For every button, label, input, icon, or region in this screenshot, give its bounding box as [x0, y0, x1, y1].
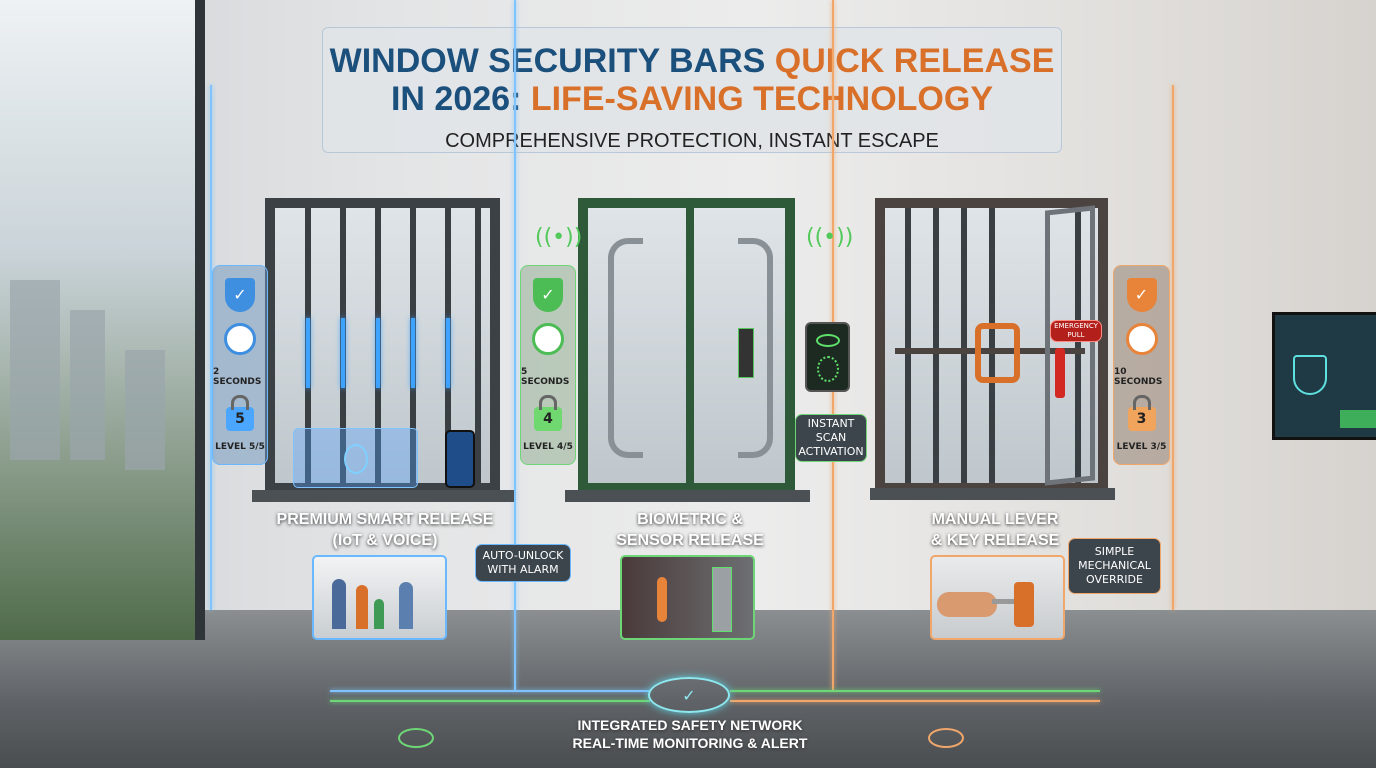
key-icon: [992, 599, 1017, 604]
spec-panel-biometric: ✓ 5 SECONDS 4 LEVEL 4/5: [520, 265, 576, 465]
smart-release-window: [265, 198, 500, 493]
option-title-smart: PREMIUM SMART RELEASE(IoT & VOICE): [276, 511, 494, 549]
callout-auto-unlock: AUTO-UNLOCK WITH ALARM: [475, 544, 571, 582]
family-escape-image: [312, 555, 447, 640]
callout-mechanical-override: SIMPLE MECHANICAL OVERRIDE: [1068, 538, 1161, 594]
shield-check-icon: ✓: [1126, 277, 1157, 312]
spec-panel-manual: ✓ 10 SECONDS 3 LEVEL 3/5: [1113, 265, 1170, 465]
red-lever: [1055, 348, 1065, 398]
manual-lever-window: [875, 198, 1108, 493]
wifi-icon: ((•)): [806, 225, 854, 250]
title-line-2: IN 2026: LIFE-SAVING TECHNOLOGY: [390, 80, 993, 118]
shield-check-icon: ✓: [225, 277, 255, 312]
padlock-icon: 5: [226, 394, 254, 431]
floor-lock-icon: [928, 728, 964, 748]
biometric-scanner-device: [805, 322, 850, 392]
biometric-release-window: [578, 198, 795, 493]
key-release-image: [930, 555, 1065, 640]
open-gate-panel: [1045, 205, 1095, 486]
eye-icon: [816, 334, 840, 347]
stopwatch-icon: [1125, 323, 1158, 356]
shield-check-icon: ✓: [533, 277, 563, 312]
home-shield-icon: [1293, 355, 1327, 395]
heat-sensor-image: [620, 555, 755, 640]
voice-control-panel: [293, 428, 418, 488]
smartphone-icon: [445, 430, 475, 488]
fingerprint-scanner: [738, 328, 754, 378]
padlock-icon: 4: [534, 394, 562, 431]
city-view-window: [0, 0, 205, 640]
smart-home-tv: [1272, 312, 1376, 440]
title-line-1: WINDOW SECURITY BARS QUICK RELEASE: [329, 42, 1055, 80]
emergency-pull-tag: EMERGENCY PULL: [1050, 320, 1102, 342]
wifi-icon: ((•)): [535, 225, 583, 250]
thermometer-icon: [657, 577, 667, 622]
floor-node-icon: [398, 728, 434, 748]
network-hub-shield-icon: ✓: [648, 677, 730, 713]
title-banner: WINDOW SECURITY BARS QUICK RELEASE IN 20…: [322, 27, 1062, 153]
option-title-biometric: BIOMETRIC &SENSOR RELEASE: [616, 511, 764, 549]
option-title-manual: MANUAL LEVER& KEY RELEASE: [930, 511, 1060, 549]
orange-handle: [975, 323, 1020, 383]
stopwatch-icon: [532, 323, 564, 356]
callout-instant-scan: INSTANT SCAN ACTIVATION: [795, 414, 867, 462]
spec-panel-smart: ✓ 2 SECONDS 5 LEVEL 5/5: [212, 265, 268, 465]
subtitle: COMPREHENSIVE PROTECTION, INSTANT ESCAPE: [445, 130, 939, 152]
fingerprint-icon: [817, 356, 839, 382]
microphone-icon: [344, 444, 368, 474]
padlock-icon: 3: [1127, 394, 1156, 431]
stopwatch-icon: [224, 323, 256, 356]
